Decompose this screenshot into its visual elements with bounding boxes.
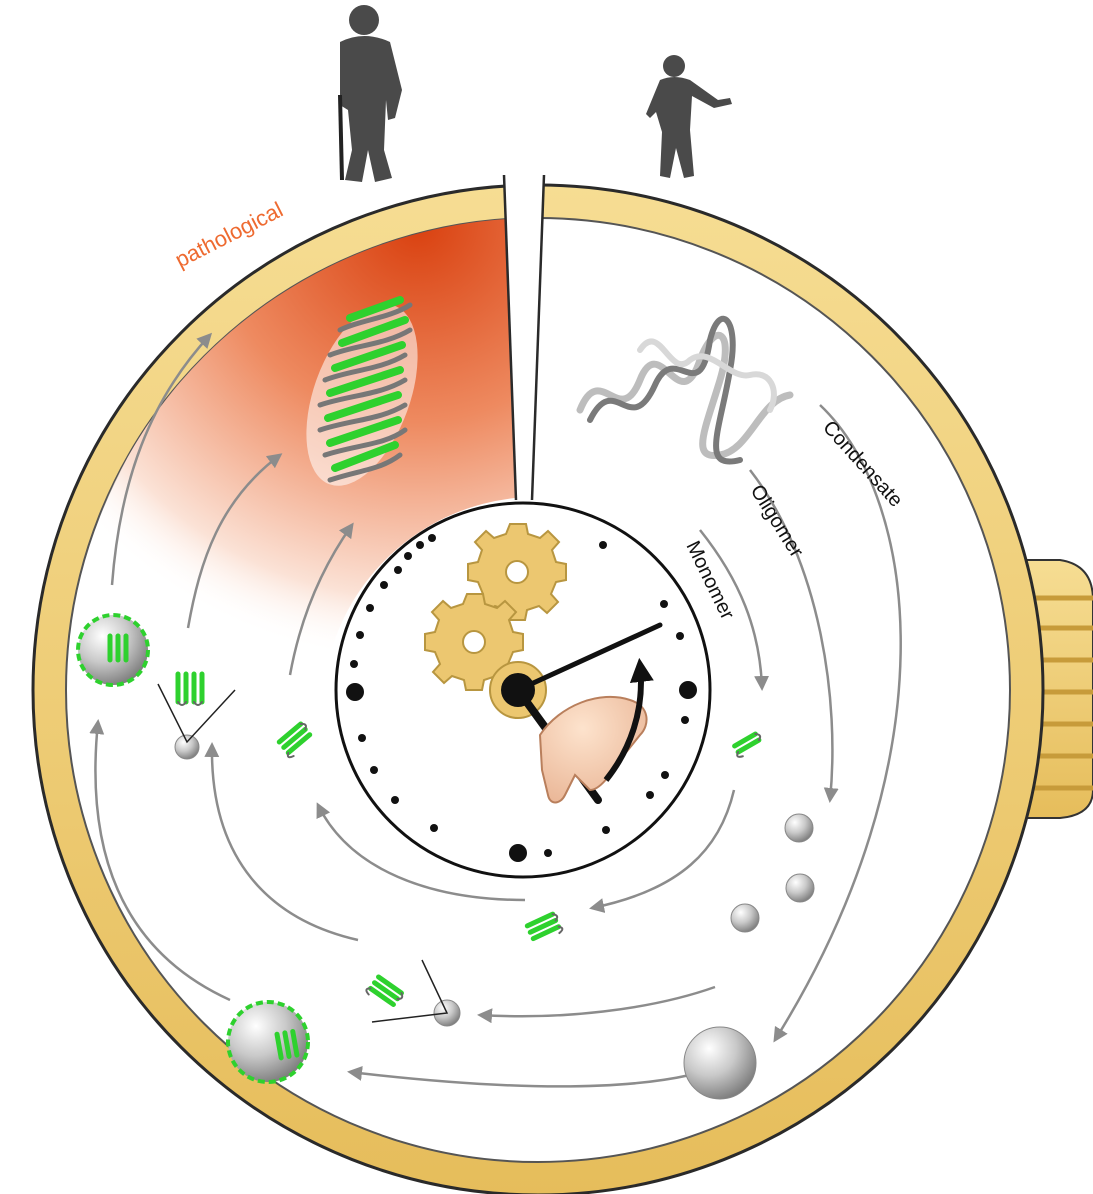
elderly-person-icon [340, 5, 402, 182]
child-icon [646, 55, 732, 178]
